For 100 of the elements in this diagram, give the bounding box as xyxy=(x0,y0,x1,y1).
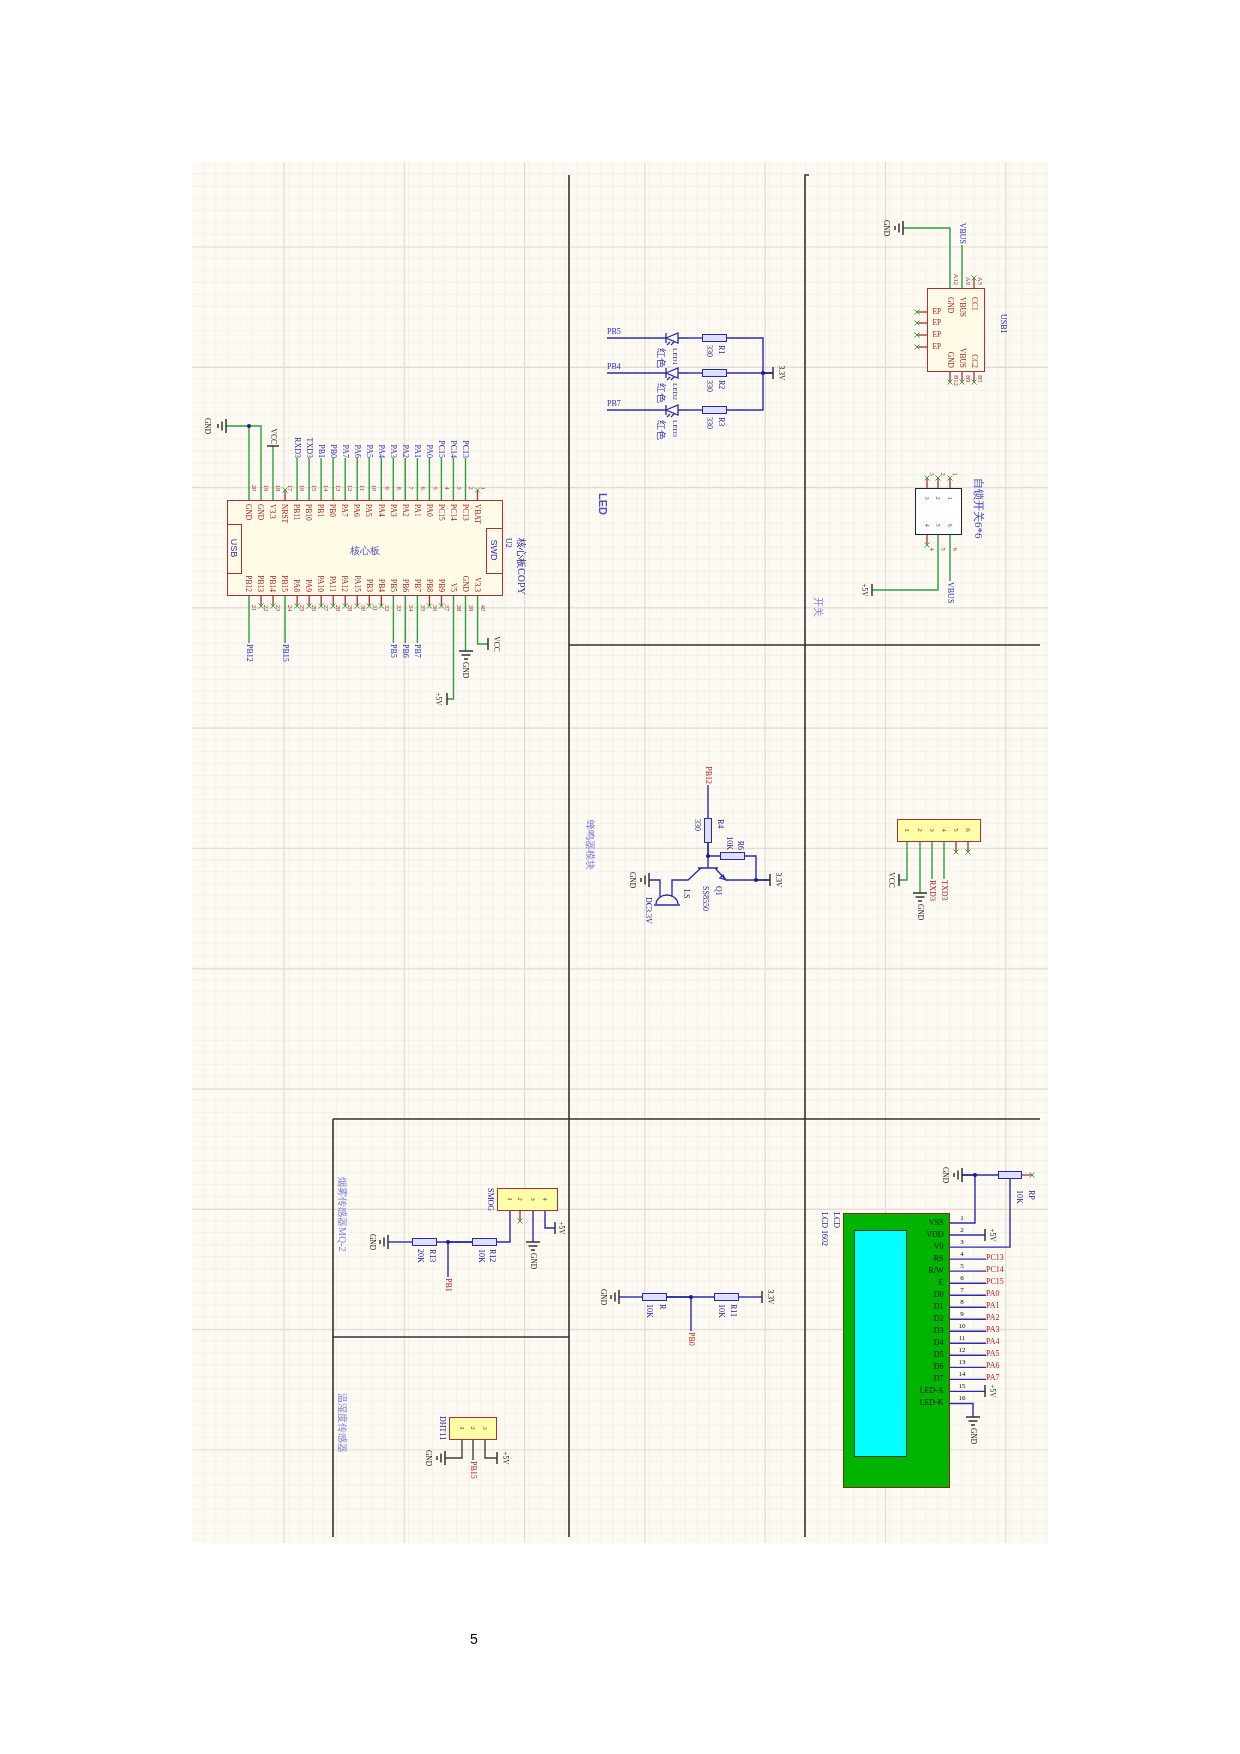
net-label: VBUS xyxy=(958,222,966,244)
wire xyxy=(871,534,939,591)
port-label: SWD xyxy=(489,539,498,561)
part-label: RP xyxy=(1027,1190,1035,1200)
net-label: PA0 xyxy=(425,444,434,458)
page-number: 5 xyxy=(470,1632,478,1646)
net-label: PA3 xyxy=(986,1326,1000,1335)
net-label: PB12 xyxy=(704,766,712,784)
part-label: 20K xyxy=(416,1249,424,1263)
wire xyxy=(296,457,298,501)
wire xyxy=(648,879,661,888)
wire xyxy=(368,457,370,501)
wire xyxy=(476,595,489,645)
wire xyxy=(949,1306,987,1308)
wire xyxy=(380,457,382,501)
wire xyxy=(949,1294,987,1296)
net-label: PA2 xyxy=(986,1314,1000,1323)
net-label: PA4 xyxy=(986,1338,1000,1347)
connector-header xyxy=(897,819,981,842)
wire xyxy=(248,595,250,644)
wire xyxy=(404,595,407,644)
pin-name: LED-A xyxy=(919,1386,944,1395)
wire xyxy=(961,244,963,289)
part-label: 红色 xyxy=(655,420,665,440)
part-label: R11 xyxy=(729,1304,737,1318)
part-label: R3 xyxy=(717,417,725,427)
part-label: 核心板COPY xyxy=(516,538,526,595)
wire xyxy=(688,337,703,339)
part-label: R12 xyxy=(488,1249,496,1263)
lcd-screen xyxy=(853,1229,907,1457)
pin-name: VDD xyxy=(926,1230,944,1239)
net-label: PB5 xyxy=(607,328,621,336)
net-label: PB7 xyxy=(607,400,621,408)
wire xyxy=(949,1178,1011,1248)
section-title: LED xyxy=(596,493,608,515)
wire xyxy=(898,841,908,881)
wire xyxy=(532,1210,534,1243)
board-title: 核心板 xyxy=(349,545,380,556)
pin-name: D1 xyxy=(933,1302,944,1311)
net-label: PC13 xyxy=(986,1254,1004,1263)
net-label: PA6 xyxy=(353,444,362,458)
wire xyxy=(464,595,467,652)
part-label: U2 xyxy=(504,538,512,548)
wire xyxy=(949,1402,974,1418)
resistor xyxy=(720,852,745,860)
net-label: PB15 xyxy=(281,644,290,662)
net-label: RXD3 xyxy=(293,437,302,458)
led-symbol xyxy=(664,332,689,346)
wire xyxy=(606,337,665,339)
net-label: PA7 xyxy=(341,444,350,458)
pin-name: R/W xyxy=(928,1266,944,1275)
pin-name: V0 xyxy=(933,1242,944,1251)
wire xyxy=(961,1174,999,1176)
wire xyxy=(688,372,703,374)
wire xyxy=(949,1318,987,1320)
part-label: R2 xyxy=(717,380,725,390)
part-label: 330 xyxy=(705,345,713,357)
wire xyxy=(666,1296,692,1332)
wire xyxy=(356,457,358,501)
pin-name: D2 xyxy=(933,1314,944,1323)
wire xyxy=(618,1296,643,1298)
wire xyxy=(688,409,703,411)
net-label: PB1 xyxy=(444,1278,452,1292)
resistor xyxy=(472,1238,497,1246)
net-label: PB15 xyxy=(469,1461,477,1479)
wire xyxy=(272,445,274,501)
net-label: PC13 xyxy=(461,440,470,458)
part-label: 10K xyxy=(477,1249,485,1263)
wire xyxy=(392,457,394,501)
wire xyxy=(440,457,443,501)
wire xyxy=(949,1378,987,1381)
section-title: 温湿度传感器 xyxy=(337,1393,347,1453)
port-box xyxy=(485,527,503,574)
resistor xyxy=(714,1293,739,1301)
net-label: PA7 xyxy=(986,1374,1000,1383)
wire xyxy=(464,457,467,501)
resistor xyxy=(704,818,712,843)
part-label: R6 xyxy=(736,840,744,850)
part-label: Q1 xyxy=(714,886,722,896)
wire xyxy=(726,372,774,411)
wire xyxy=(949,1282,987,1284)
connector-header xyxy=(497,1188,558,1211)
net-label: PA6 xyxy=(986,1362,1000,1371)
net-label: TXD3 xyxy=(305,437,314,458)
wire xyxy=(949,534,951,582)
wire xyxy=(707,784,709,819)
part-label: 330 xyxy=(693,819,701,831)
part-label: SMOG xyxy=(486,1188,494,1212)
pin-name: E xyxy=(938,1278,944,1287)
wire xyxy=(919,841,921,894)
net-label: PC14 xyxy=(449,440,458,458)
wire xyxy=(344,457,346,501)
wire xyxy=(452,457,455,501)
wire xyxy=(544,1210,556,1229)
wire xyxy=(404,457,406,501)
part-label: R13 xyxy=(428,1249,436,1263)
part-label: 红色 xyxy=(655,348,665,368)
wire xyxy=(225,425,262,501)
net-label: RXD3 xyxy=(928,880,936,901)
net-label: VBUS xyxy=(946,582,954,604)
